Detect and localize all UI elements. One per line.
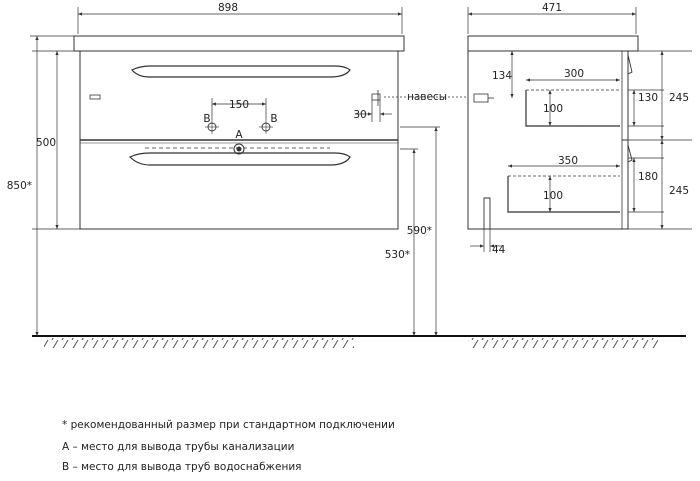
dimension-labels: 898 500 850* 150 B B A 30 590* 530* наве… (7, 2, 689, 261)
label-drain: A (235, 129, 243, 141)
floor (32, 335, 686, 348)
dim-upper-drawer-inner: 100 (543, 103, 563, 115)
dim-front-width: 898 (218, 2, 238, 14)
dim-lower-drawer-depth: 350 (558, 155, 578, 167)
dim-hanger-offset: 30 (353, 109, 366, 121)
label-hangers: навесы (407, 91, 447, 103)
dim-mount-height-530: 530* (385, 249, 410, 261)
front-dimensions (30, 7, 470, 336)
side-dimensions (467, 7, 692, 252)
dim-bottom-offset: 44 (492, 244, 506, 256)
note-drain-outlet: A – место для вывода трубы канализации (62, 441, 295, 453)
dim-lower-section-height: 245 (669, 185, 689, 197)
dim-upper-drawer-height: 130 (638, 92, 658, 104)
dim-hanger-height: 134 (492, 70, 512, 82)
front-hanger-right (371, 90, 381, 106)
drain-outlet (233, 143, 245, 155)
dim-pipe-spacing: 150 (229, 99, 249, 111)
dim-mount-height-590: 590* (407, 225, 432, 237)
dim-total-height: 850* (7, 180, 32, 192)
upper-handle (131, 65, 351, 78)
side-hanger (473, 93, 494, 103)
floor-hatch-front (44, 338, 354, 348)
front-hanger-left (89, 94, 101, 100)
dim-lower-drawer-height: 180 (638, 171, 658, 183)
floor-hatch-side (468, 338, 658, 348)
note-supply-outlet: B – место для вывода труб водоснабжения (62, 461, 302, 473)
dim-side-depth: 471 (542, 2, 562, 14)
dim-front-height: 500 (36, 137, 56, 149)
dim-lower-drawer-inner: 100 (543, 190, 563, 202)
front-countertop (73, 35, 405, 52)
supply-outlet-left (205, 120, 219, 134)
lower-handle (128, 152, 351, 166)
label-supply-left: B (203, 113, 210, 125)
side-countertop (467, 35, 639, 52)
dim-upper-drawer-depth: 300 (564, 68, 584, 80)
front-view (73, 35, 405, 230)
note-recommended-size: * рекомендованный размер при стандартном… (62, 419, 395, 431)
label-supply-right: B (270, 113, 277, 125)
supply-outlet-right (259, 120, 273, 134)
dim-upper-section-height: 245 (669, 92, 689, 104)
